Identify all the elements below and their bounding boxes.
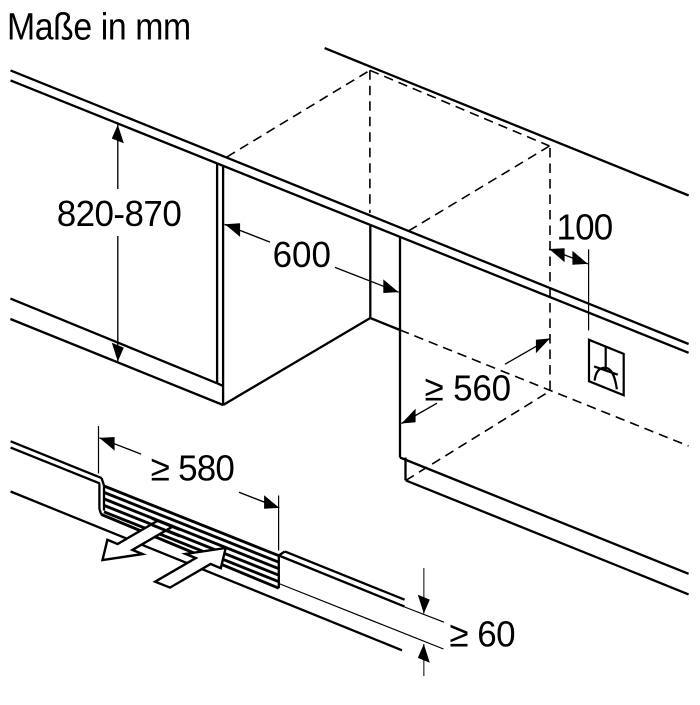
svg-text:≥ 60: ≥ 60 xyxy=(450,614,515,655)
svg-text:600: 600 xyxy=(273,234,331,275)
svg-text:820-870: 820-870 xyxy=(57,194,182,235)
svg-text:≥ 580: ≥ 580 xyxy=(151,448,234,489)
svg-text:Maße in mm: Maße in mm xyxy=(7,6,191,48)
svg-text:≥ 560: ≥ 560 xyxy=(425,368,511,409)
svg-text:100: 100 xyxy=(557,207,613,248)
